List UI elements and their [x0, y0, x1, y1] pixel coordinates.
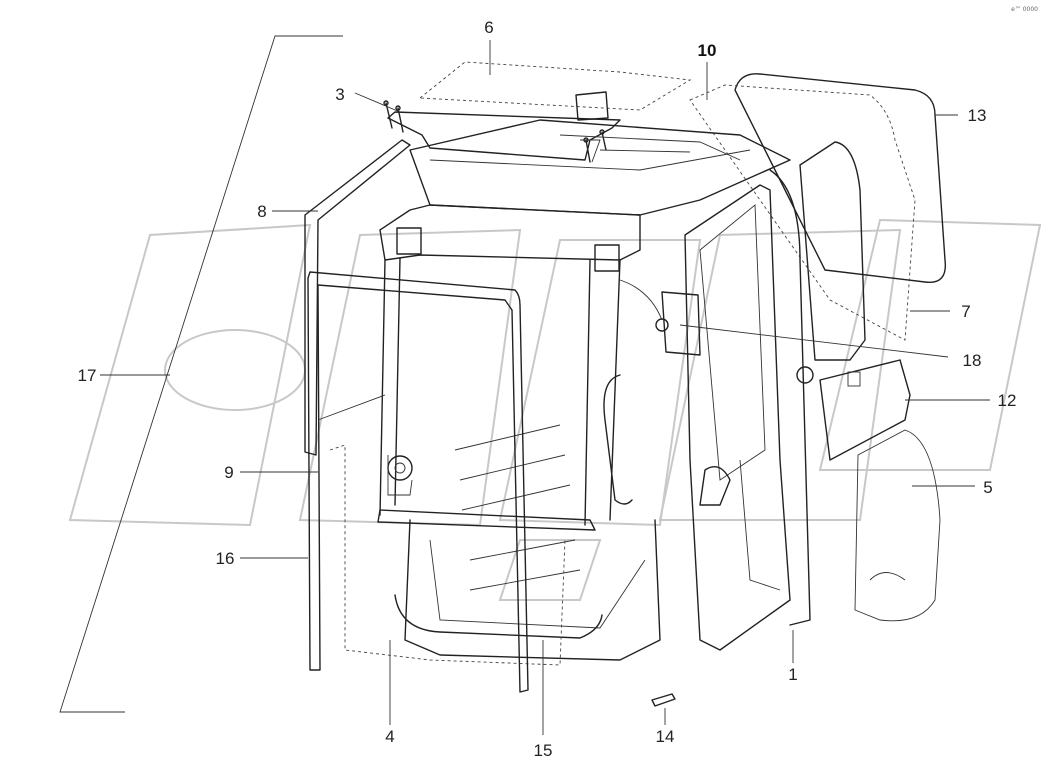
- corner-mark: e™ 0000: [1011, 6, 1038, 13]
- work-light: [575, 91, 609, 121]
- door-handle: [699, 466, 731, 506]
- callout-7: 5: [983, 478, 992, 497]
- callout-16: 16: [216, 549, 235, 568]
- callout-6: 7: [961, 302, 970, 321]
- callout-9: 9: [224, 463, 233, 482]
- roof-panel: [418, 61, 692, 111]
- rear-lower-panel: [854, 429, 941, 622]
- callout-8: 8: [257, 202, 266, 221]
- callout-18: 18: [963, 351, 982, 370]
- lower-seal-curve: [394, 594, 603, 639]
- control-knob: [796, 366, 814, 384]
- rear-window-seal: [734, 73, 947, 284]
- callout-3: 3: [335, 85, 344, 104]
- leader-lines: [100, 40, 990, 735]
- side-panel-bracket: [819, 359, 911, 461]
- windshield-seal: [307, 271, 529, 693]
- callout-12: 12: [998, 391, 1017, 410]
- callout-1: 1: [788, 665, 797, 684]
- hose: [603, 374, 633, 505]
- callout-15: 15: [534, 741, 553, 760]
- callout-14: 14: [656, 727, 675, 746]
- front-light-right: [594, 244, 620, 272]
- leader-17-bracket: [59, 35, 343, 713]
- side-door-seal: [304, 139, 411, 456]
- callout-13: 13: [968, 106, 987, 125]
- watermark: [68, 218, 1042, 601]
- callout-10: 10: [698, 41, 717, 60]
- small-fastener: [651, 693, 676, 707]
- callout-4: 4: [385, 727, 394, 746]
- callout-5: 6: [484, 18, 493, 37]
- right-side-window: [799, 141, 866, 361]
- callout-17: 17: [78, 366, 97, 385]
- rear-panel: [689, 84, 916, 341]
- front-frame: [379, 204, 641, 261]
- wiper-motor: [387, 455, 413, 496]
- side-door: [684, 184, 791, 651]
- lower-front-panel: [329, 444, 566, 666]
- front-light-left: [396, 227, 422, 255]
